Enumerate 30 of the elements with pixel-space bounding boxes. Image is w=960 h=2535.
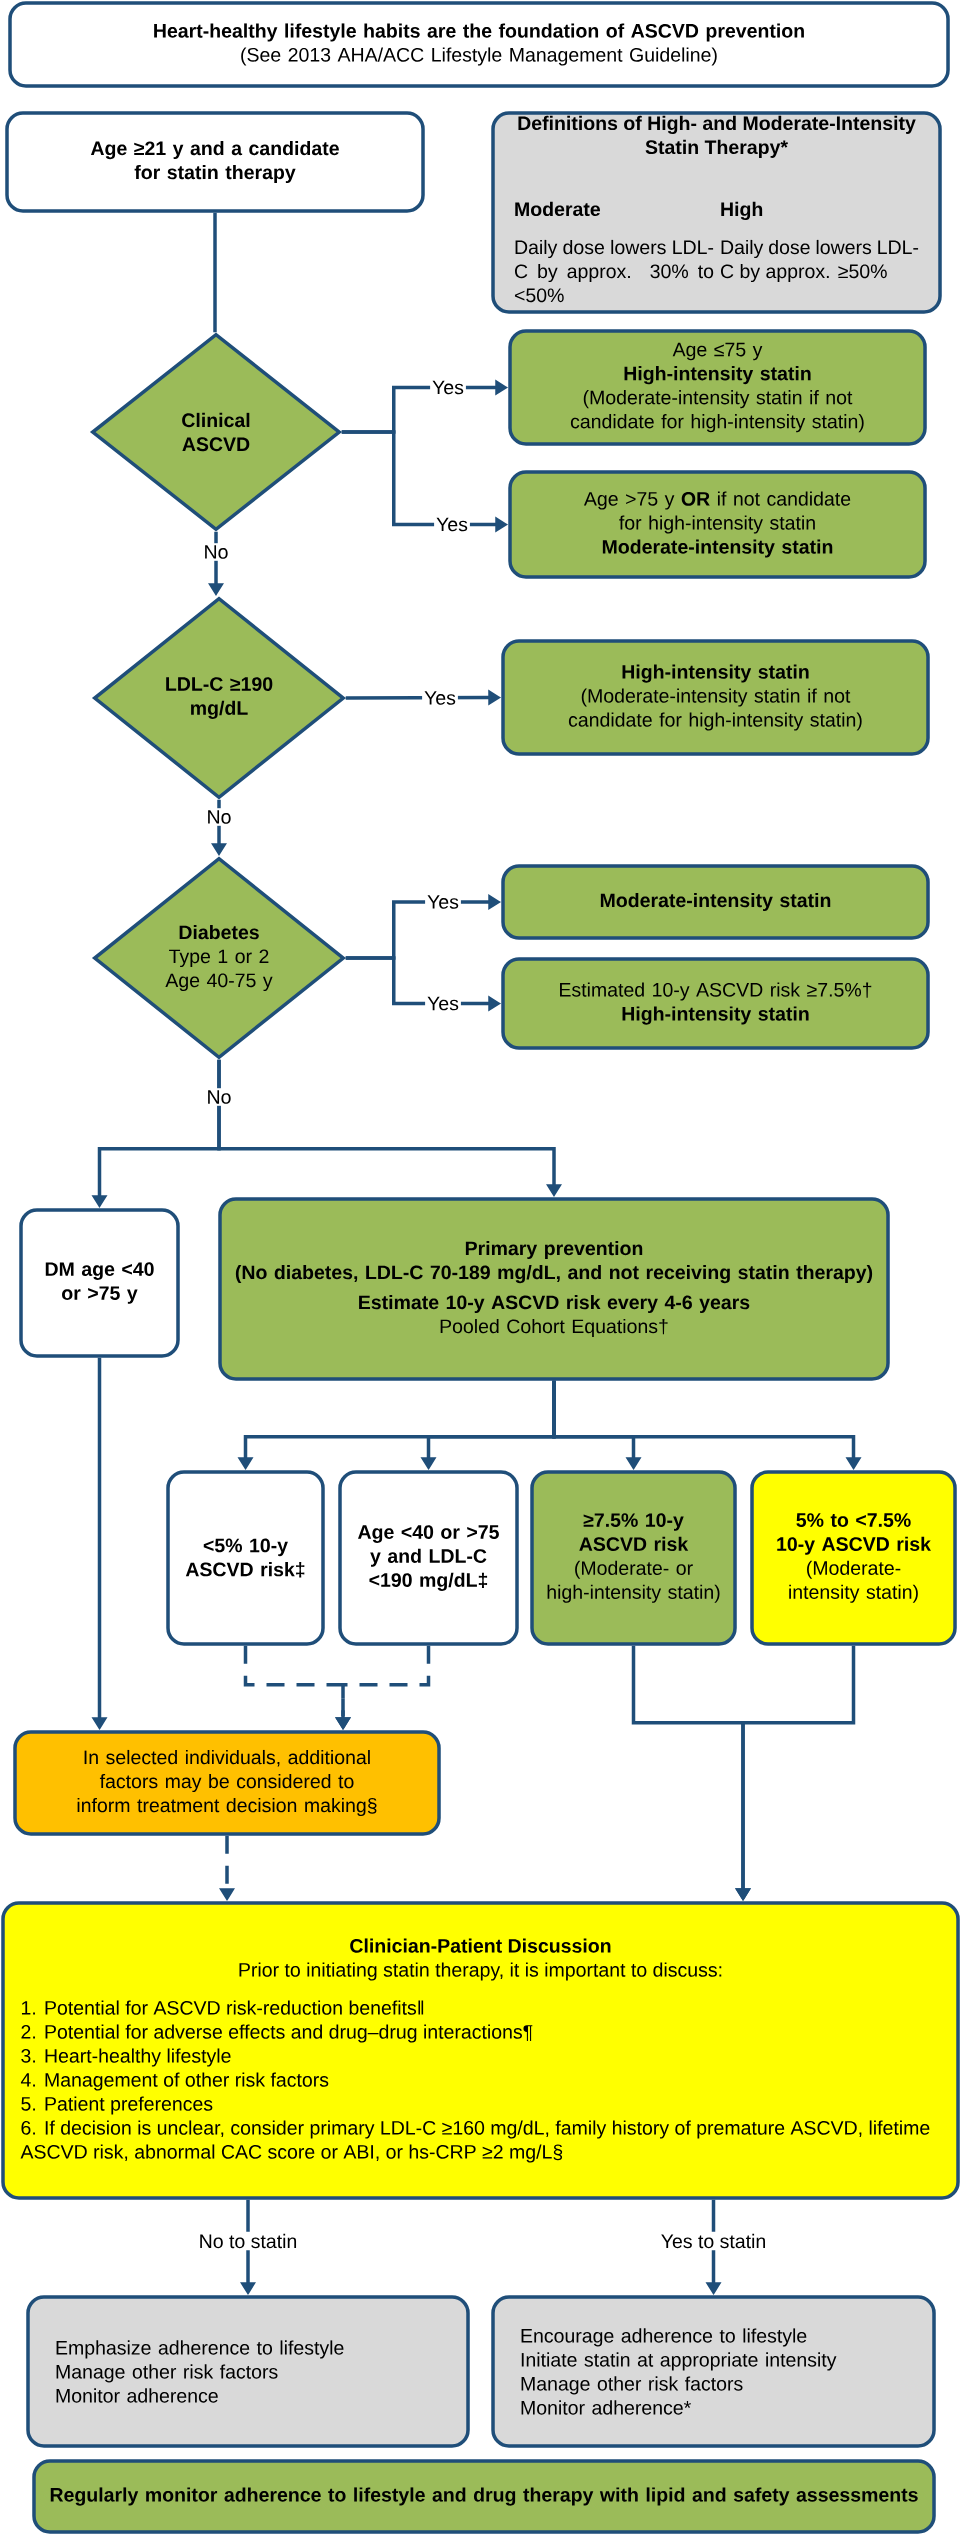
edge-label: No: [204, 1088, 234, 1106]
risk-box: ≥7.5% 10-y ASCVD risk (Moderate- or high-intensity statin): [530, 1470, 737, 1646]
edge-label: Yes: [434, 515, 470, 534]
action-box: Encourage adherence to lifestyle Initiate statin at appropriate intensity Manage other risk factors Monitor adherence*: [491, 2295, 936, 2448]
edge-label: Yes: [422, 689, 458, 707]
summary-box: Regularly monitor adherence to lifestyle and drug therapy with lipid and safety assessments: [32, 2459, 936, 2534]
edge-label: No: [204, 808, 234, 826]
connector-line: [213, 212, 217, 333]
discussion-box: Clinician-Patient Discussion Prior to initiating statin therapy, it is important to discuss: 1. Potential for ASCVD risk-reduction benefits‖ 2. Potential for adverse effects and drug–drug interactions¶ 3. Heart-healthy lifestyle 4. Management of other risk factors 5. Patient preferences 6. If decision is unclear, consider primary LDL-C ≥160 mg/dL, family history of premature ASCVD, lifetime ASCVD risk, abnormal CAC score or ABI, or hs-CRP ≥2 mg/L§: [1, 1901, 960, 2200]
prevention-box: Primary prevention (No diabetes, LDL-C 70-189 mg/dL, and not receiving statin therapy) Estimate 10-y ASCVD risk every 4-6 years Pooled Cohort Equations†: [218, 1197, 890, 1381]
action-box: Emphasize adherence to lifestyle Manage other risk factors Monitor adherence: [26, 2295, 470, 2448]
treatment-box: Moderate-intensity statin: [501, 864, 930, 940]
risk-box: 5% to <7.5% 10-y ASCVD risk (Moderate-intensity statin): [750, 1470, 957, 1646]
start-box: Age ≥21 y and a candidate for statin therapy: [5, 111, 425, 213]
edge-label: Yes to statin: [658, 2231, 769, 2251]
treatment-box: Estimated 10-y ASCVD risk ≥7.5%† High-intensity statin: [501, 957, 930, 1050]
edge-label: Yes: [425, 994, 461, 1013]
treatment-box: Age ≤75 y High-intensity statin (Moderate-intensity statin if not candidate for high-intensity statin): [508, 329, 927, 446]
risk-box: Age <40 or >75 y and LDL-C <190 mg/dL‡: [338, 1470, 519, 1646]
treatment-box: High-intensity statin (Moderate-intensity statin if not candidate for high-intensity statin): [501, 639, 930, 756]
title-box: Heart-healthy lifestyle habits are the foundation of ASCVD prevention (See 2013 AHA/ACC Lifestyle Management Guideline): [8, 1, 950, 88]
note-box: In selected individuals, additional factors may be considered to inform treatment decision making§: [13, 1730, 441, 1836]
edge-label: Yes: [430, 378, 466, 397]
edge-label: No to statin: [196, 2231, 300, 2251]
group-box: DM age <40 or >75 y: [19, 1208, 180, 1358]
edge-label: No: [201, 543, 231, 561]
treatment-box: Age >75 y OR if not candidate for high-intensity statin Moderate-intensity statin: [508, 470, 927, 579]
edge-label: Yes: [425, 893, 461, 911]
definitions-box: Definitions of High- and Moderate-Intensity Statin Therapy* Moderate High Daily dose lowers LDL-C by approx. 30% to <50% Daily dose lowers LDL-C by approx. ≥50%: [491, 111, 942, 314]
risk-box: <5% 10-y ASCVD risk‡: [166, 1470, 325, 1646]
